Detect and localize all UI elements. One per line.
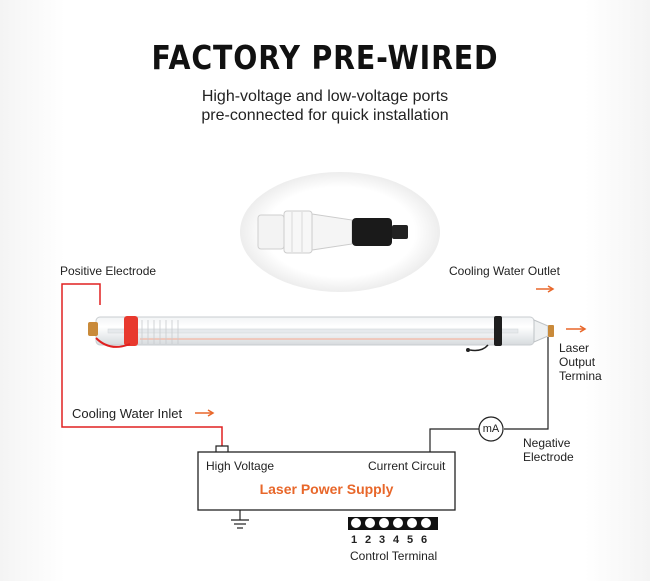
terminal-number-3: 3 — [379, 534, 386, 546]
current-wire — [429, 428, 479, 452]
connector-cap — [257, 214, 285, 250]
negative-electrode-label-2: Electrode — [523, 450, 574, 464]
ground-icon — [231, 510, 249, 529]
control-terminal-label: Control Terminal — [350, 549, 438, 563]
negative-wire — [504, 337, 549, 430]
control-terminal-block — [348, 517, 438, 530]
left-red-band — [124, 316, 138, 346]
subtitle-line-1: High-voltage and low-voltage ports — [201, 88, 449, 105]
terminal-number-6: 6 — [421, 534, 428, 546]
right-black-band — [494, 316, 502, 346]
connector-boot — [352, 218, 392, 246]
terminal-number-2: 2 — [365, 534, 372, 546]
connector-tip — [392, 225, 408, 239]
subtitle-line-2: pre-connected for quick installation — [201, 107, 449, 124]
terminal-number-4: 4 — [393, 534, 400, 546]
laser-output-label-2: Output — [559, 355, 596, 369]
laser-output-label-1: Laser — [559, 341, 590, 355]
high-voltage-label: High Voltage — [206, 459, 275, 473]
connector-nut — [283, 210, 313, 254]
power-supply-box — [197, 451, 456, 511]
positive-electrode-label: Positive Electrode — [60, 264, 157, 278]
page-title: FACTORY PRE-WIRED — [151, 38, 499, 77]
flow-arrows — [195, 285, 587, 417]
power-supply-label: Laser Power Supply — [259, 481, 394, 497]
hv-connector-illustration — [240, 172, 440, 292]
positive-wire — [61, 283, 223, 446]
cooling-water-outlet-label: Cooling Water Outlet — [449, 264, 560, 278]
laser-output-label-3: Termina — [559, 369, 602, 383]
ammeter-label: mA — [482, 423, 500, 435]
laser-output-window — [548, 325, 554, 337]
cooling-water-inlet-label: Cooling Water Inlet — [72, 406, 183, 421]
connector-body — [311, 213, 353, 251]
current-circuit-label: Current Circuit — [368, 459, 446, 473]
negative-electrode-label-1: Negative — [523, 436, 571, 450]
terminal-number-5: 5 — [407, 534, 414, 546]
terminal-number-1: 1 — [351, 534, 358, 546]
positive-electrode-terminal — [88, 322, 98, 336]
laser-tube — [88, 316, 554, 352]
